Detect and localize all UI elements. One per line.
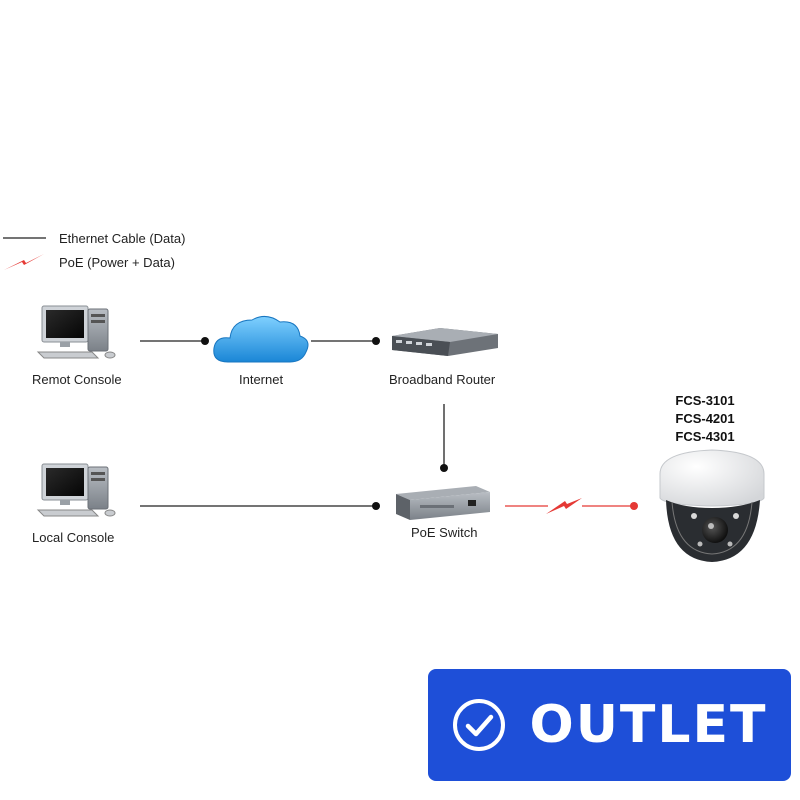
remote-console-label: Remot Console	[32, 372, 122, 387]
legend-poe-bolt	[4, 254, 44, 270]
internet-cloud-icon	[213, 316, 309, 363]
local-console-label: Local Console	[32, 530, 115, 545]
broadband-router-label: Broadband Router	[389, 372, 496, 387]
legend-poe-label: PoE (Power + Data)	[59, 255, 175, 270]
local-console-computer-icon	[36, 463, 116, 517]
link-endpoints	[201, 337, 448, 510]
poe-switch-label: PoE Switch	[411, 525, 478, 540]
camera-model: FCS-4201	[675, 411, 735, 426]
check-circle-icon	[453, 699, 506, 751]
ethernet-links	[140, 340, 445, 507]
legend-ethernet-label: Ethernet Cable (Data)	[59, 231, 186, 246]
camera-model: FCS-3101	[675, 393, 735, 408]
poe-switch-icon	[396, 486, 490, 520]
broadband-router-icon	[392, 328, 498, 356]
dome-camera-icon	[659, 449, 765, 562]
internet-label: Internet	[239, 372, 284, 387]
camera-model: FCS-4301	[675, 429, 735, 444]
camera-model-list: FCS-3101 FCS-4201 FCS-4301	[640, 392, 770, 446]
poe-bolt	[546, 498, 582, 514]
remote-console-computer-icon	[36, 305, 116, 359]
outlet-label: OUTLET	[529, 695, 768, 755]
poe-endpoint	[630, 502, 638, 510]
outlet-badge: OUTLET	[428, 669, 791, 781]
